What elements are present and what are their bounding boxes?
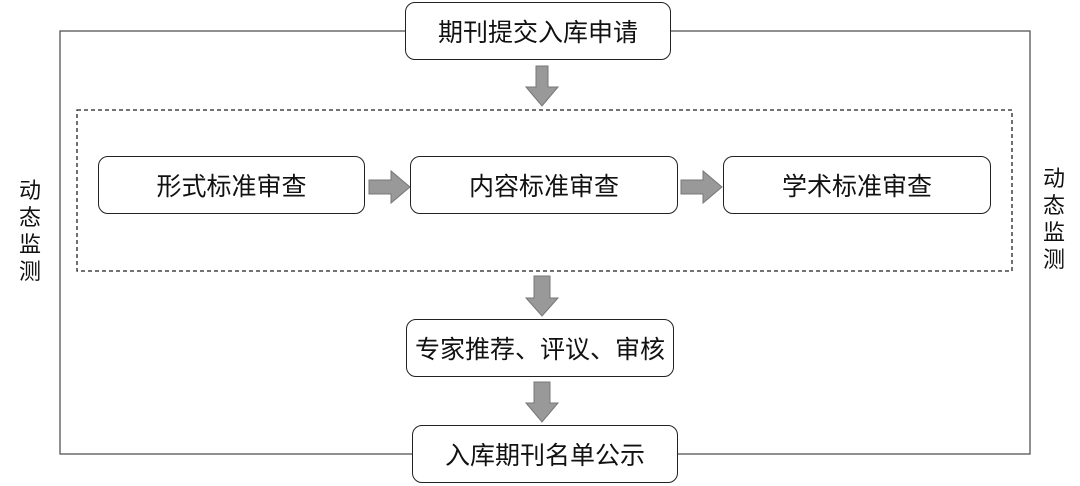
node-publish-label: 入库期刊名单公示	[444, 441, 645, 470]
arrow-submit-to-review	[524, 65, 560, 107]
side-label-left: 动态监测	[18, 179, 41, 285]
arrow-review-to-expert	[524, 275, 560, 317]
arrow-formal-to-content	[368, 169, 411, 205]
node-formal-review-label: 形式标准审查	[156, 172, 307, 201]
review-stage-group	[76, 109, 1013, 272]
node-submit-label: 期刊提交入库申请	[437, 18, 638, 47]
node-expert-review-label: 专家推荐、评议、审核	[414, 335, 665, 364]
arrow-expert-to-publish	[524, 381, 560, 423]
node-content-review: 内容标准审查	[410, 156, 678, 214]
node-expert-review: 专家推荐、评议、审核	[406, 319, 674, 377]
node-academic-review: 学术标准审查	[723, 156, 991, 214]
node-publish-list: 入库期刊名单公示	[412, 425, 678, 483]
node-submit-application: 期刊提交入库申请	[405, 2, 671, 60]
side-label-right: 动态监测	[1042, 167, 1065, 273]
node-academic-review-label: 学术标准审查	[781, 172, 932, 201]
node-formal-review: 形式标准审查	[98, 156, 365, 214]
node-content-review-label: 内容标准审查	[468, 172, 619, 201]
arrow-content-to-academic	[680, 169, 723, 205]
